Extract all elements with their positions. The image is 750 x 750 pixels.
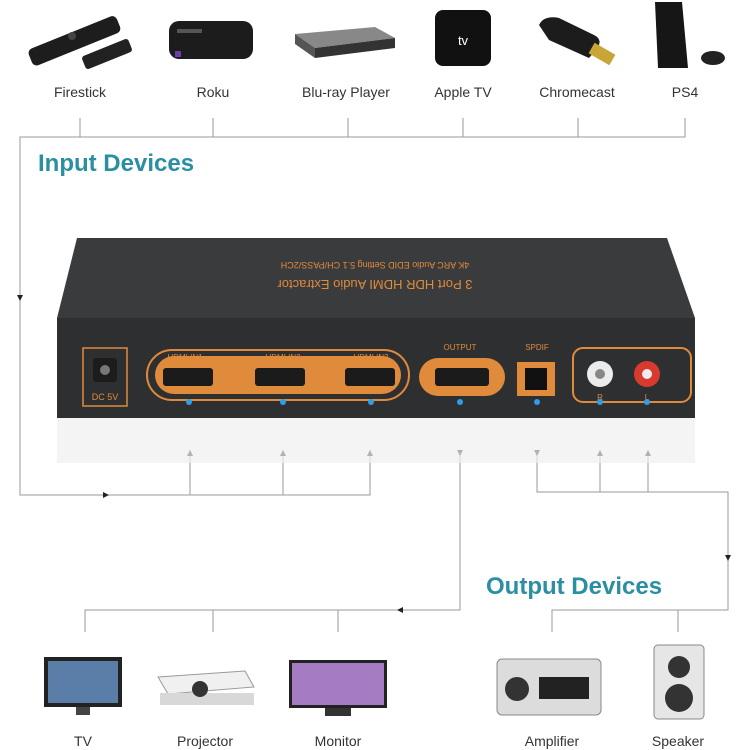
- tv-icon: [40, 655, 130, 725]
- speaker-icon: [652, 643, 707, 728]
- dc-label: DC 5V: [92, 392, 119, 402]
- spdif-label: SPDIF: [525, 343, 549, 352]
- r-label: R: [597, 393, 603, 402]
- device-label-monitor: Monitor: [314, 733, 362, 749]
- device-label-chromecast: Chromecast: [539, 84, 615, 100]
- device-label-bluray: Blu-ray Player: [302, 84, 390, 100]
- apple-tv-icon: tv: [433, 8, 493, 73]
- device-top-text-2: 4K ARC Audio EDID Setting 5.1 CH/PASS/2C…: [281, 260, 469, 270]
- device-label-firestick: Firestick: [53, 84, 107, 100]
- ps4-icon: [650, 2, 730, 77]
- monitor-icon: [285, 658, 395, 725]
- input-devices-title: Input Devices: [38, 150, 195, 177]
- roku-icon: [165, 15, 260, 70]
- bluray-player-icon: [290, 22, 400, 67]
- device-label-apple-tv: Apple TV: [434, 84, 492, 100]
- device-label-roku: Roku: [196, 84, 230, 100]
- device-label-tv: TV: [74, 733, 92, 749]
- firestick-icon: [22, 12, 132, 77]
- device-label-ps4: PS4: [671, 84, 699, 100]
- device-label-projector: Projector: [176, 733, 234, 749]
- chromecast-icon: [534, 10, 619, 75]
- device-label-amplifier: Amplifier: [524, 733, 580, 749]
- hdmi-in3-label: HDMI IN3: [353, 353, 389, 362]
- hdmi-audio-extractor: 3 Port HDR HDMI Audio Extractor 4K ARC A…: [57, 238, 695, 463]
- output-label: OUTPUT: [444, 343, 477, 352]
- hdmi-in1-label: HDMI IN1: [167, 353, 203, 362]
- device-label-speaker: Speaker: [651, 733, 705, 749]
- l-label: L: [645, 393, 650, 402]
- device-top-text-1: 3 Port HDR HDMI Audio Extractor: [277, 277, 473, 292]
- svg-text:tv: tv: [458, 33, 469, 48]
- amplifier-icon: [495, 655, 605, 725]
- output-devices-title: Output Devices: [486, 573, 663, 600]
- projector-icon: [150, 667, 260, 717]
- hdmi-in2-label: HDMI IN2: [265, 353, 301, 362]
